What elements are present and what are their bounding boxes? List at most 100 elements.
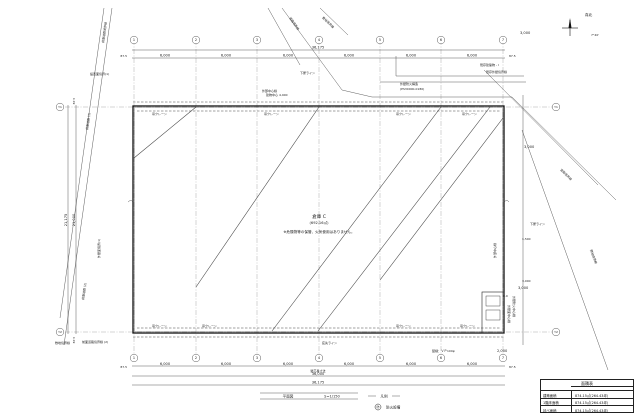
axis-label-south-4: 4: [318, 356, 320, 360]
axis-label-north-2: 2: [195, 38, 197, 42]
plan-scale: S=1/150: [324, 395, 340, 399]
area-table-value: 874.15㎡(264.43坪): [575, 393, 609, 398]
dim-bottom-end-right: 87.5: [509, 365, 516, 369]
label-existing-boundary: 既存外壁境界線: [486, 69, 507, 74]
dim-left-span: 21,000: [72, 213, 76, 226]
axis-label-south-6: 6: [440, 356, 442, 360]
label-front-road-1: 前面道路 (1): [84, 112, 91, 130]
room-note: ※危険物等の保管、火気使用はありません。: [283, 229, 354, 234]
label-gate-line: 下屋ライン: [300, 70, 315, 75]
dim-top-span-2: 6,000: [221, 54, 232, 58]
axis-label-south-1: 1: [133, 356, 135, 360]
dim-bottom-span-5: 6,000: [406, 362, 417, 366]
north-label: 真北: [585, 12, 593, 17]
area-table-key: 建築面積: [543, 393, 557, 398]
dim-bottom-span-3: 6,000: [283, 362, 294, 366]
door-right: [503, 200, 510, 203]
label-fire-wall: 外壁防火構造: [400, 81, 418, 86]
dim-right-mid: 3,000: [518, 286, 529, 290]
existing-building-outline: [395, 56, 524, 77]
dim-bottom-building: 36,000: [312, 372, 325, 376]
dim-left-total: 21,175: [64, 214, 68, 227]
dim-bottom-end-left: 87.5: [120, 365, 127, 369]
road-boundary-left-line: [59, 7, 105, 319]
dim-top-span-5: 6,000: [406, 54, 417, 58]
axis-label-west-y1: Y1: [58, 105, 62, 109]
grid-lines: [56, 40, 560, 358]
label-site-left-b: 前面道路境界線 (2): [82, 339, 108, 344]
label-site-boundary-2: 敷地境界線: [55, 340, 70, 345]
side-axis-markers: Y1 Y2 Y1 Y2: [56, 102, 561, 337]
axis-label-east-y1: Y1: [554, 105, 558, 109]
label-fire-wall-center: 外壁防火中心線: [512, 296, 517, 317]
dim-top-span-4: 6,000: [344, 54, 355, 58]
dim-bottom-wall-center-label: 壁芯長寸法: [310, 368, 325, 373]
site-boundary-left-line: [63, 7, 113, 346]
label-ext-wall-left: 外壁面境界(1): [96, 239, 101, 258]
label-road-top: 道路境界線: [288, 16, 301, 31]
dim-right-small-2: 3,000: [522, 279, 531, 283]
north-arrow: 真北 7°40': [562, 12, 599, 37]
area-table-key: 延べ面積: [543, 408, 557, 413]
fire-equipment-icon: [374, 403, 382, 411]
crane-label-2: 吊クレーン: [264, 111, 279, 116]
label-front-road-2: 前面道路 (2): [80, 282, 87, 300]
building-outline: [127, 101, 510, 338]
plan-title: 平面図: [283, 394, 294, 399]
crane-label-4: 吊クレーン: [462, 111, 477, 116]
road-boundary-right-line-2: [483, 69, 599, 186]
site-boundary-top-line-2: [281, 7, 343, 91]
dim-top-right-note: 3,000: [520, 31, 531, 35]
label-road-right: 道路境界線: [559, 167, 573, 181]
dim-top-total: 36,175: [312, 46, 325, 50]
building-exterior-wall: [132, 105, 505, 334]
area-table-row-first-floor: 1階床面積 874.15㎡(264.43坪): [541, 397, 633, 407]
bottom-dimensions: 87.5 6,000 6,000 6,000 6,000 6,000 6,000…: [120, 362, 516, 386]
top-dimensions: 36,175 87.5 6,000 6,000 6,000 6,000 6,00…: [120, 31, 531, 59]
annotation-labels: 道路境界線 敷地境界線 前面道路境界線 道路境界線 隣地境界線 設置面境界(1)…: [55, 15, 599, 353]
area-table-key: 1階床面積: [543, 401, 559, 406]
legend-title: 凡例: [380, 394, 388, 399]
crane-label-5: 吊クレーン: [152, 323, 167, 328]
label-fire-wall-sub: (PS30000-0180): [400, 87, 424, 91]
svg-text:防: 防: [376, 404, 379, 409]
area-table: 面積表 建築面積 874.15㎡(264.43坪) 1階床面積 874.15㎡(…: [540, 379, 634, 413]
right-dimensions: 3,000 3,000 2,000 1,500 3,000 0.0: [497, 95, 535, 353]
label-downpipe: 竪樋：ＶＰ100φ: [432, 348, 455, 353]
dim-right-top: 3,000: [524, 145, 535, 149]
crane-label-1: 吊クレーン: [152, 111, 167, 116]
area-table-title: 面積表: [581, 381, 593, 386]
dim-bottom-span-1: 6,000: [160, 362, 171, 366]
dim-right-bottom: 2,000: [497, 349, 508, 353]
north-axis-markers: 1 2 3 4 5 6 7: [129, 36, 508, 45]
crane-label-3: 吊クレーン: [396, 111, 411, 116]
room-area: (692.16㎡): [310, 220, 330, 225]
site-boundaries: [59, 7, 617, 371]
dim-left-end-bottom: 87.5: [72, 337, 76, 344]
dim-right-small: 1,500: [522, 237, 531, 241]
crane-label-6: 吊クレーン: [202, 323, 217, 328]
axis-label-north-7: 7: [502, 38, 504, 42]
label-center-line-right: 外部中心線: [492, 243, 497, 258]
axis-label-west-y2: Y2: [58, 330, 62, 334]
label-existing-building: 既存建築物 - I: [480, 62, 499, 67]
site-boundary-right-line: [341, 89, 617, 201]
dim-bottom-span-6: 6,000: [467, 362, 478, 366]
door-left: [127, 200, 134, 203]
dim-top-span-1: 6,000: [160, 54, 171, 58]
axis-label-north-4: 4: [318, 38, 320, 42]
left-dimensions: 21,175 21,000 87.5 87.5: [64, 98, 77, 344]
area-table-row-building-area: 建築面積 874.15㎡(264.43坪): [541, 390, 633, 399]
room-name: 倉庫 C: [312, 213, 326, 220]
axis-label-north-5: 5: [379, 38, 381, 42]
label-site-boundary-1: 敷地境界線: [321, 15, 335, 29]
axis-label-north-3: 3: [256, 38, 258, 42]
dim-right-note: 0.0: [503, 294, 508, 298]
north-arrow-icon: [568, 18, 572, 28]
dim-bottom-overall: 36,175: [312, 381, 325, 385]
dim-top-end-left: 87.5: [120, 54, 127, 58]
crane-labels: 吊クレーン 吊クレーン 吊クレーン 吊クレーン 吊クレーン 吊クレーン 吊クレー…: [152, 111, 477, 328]
label-eave-tip-line: 庇先ライン: [322, 340, 337, 345]
axis-label-east-y2: Y2: [554, 330, 558, 334]
